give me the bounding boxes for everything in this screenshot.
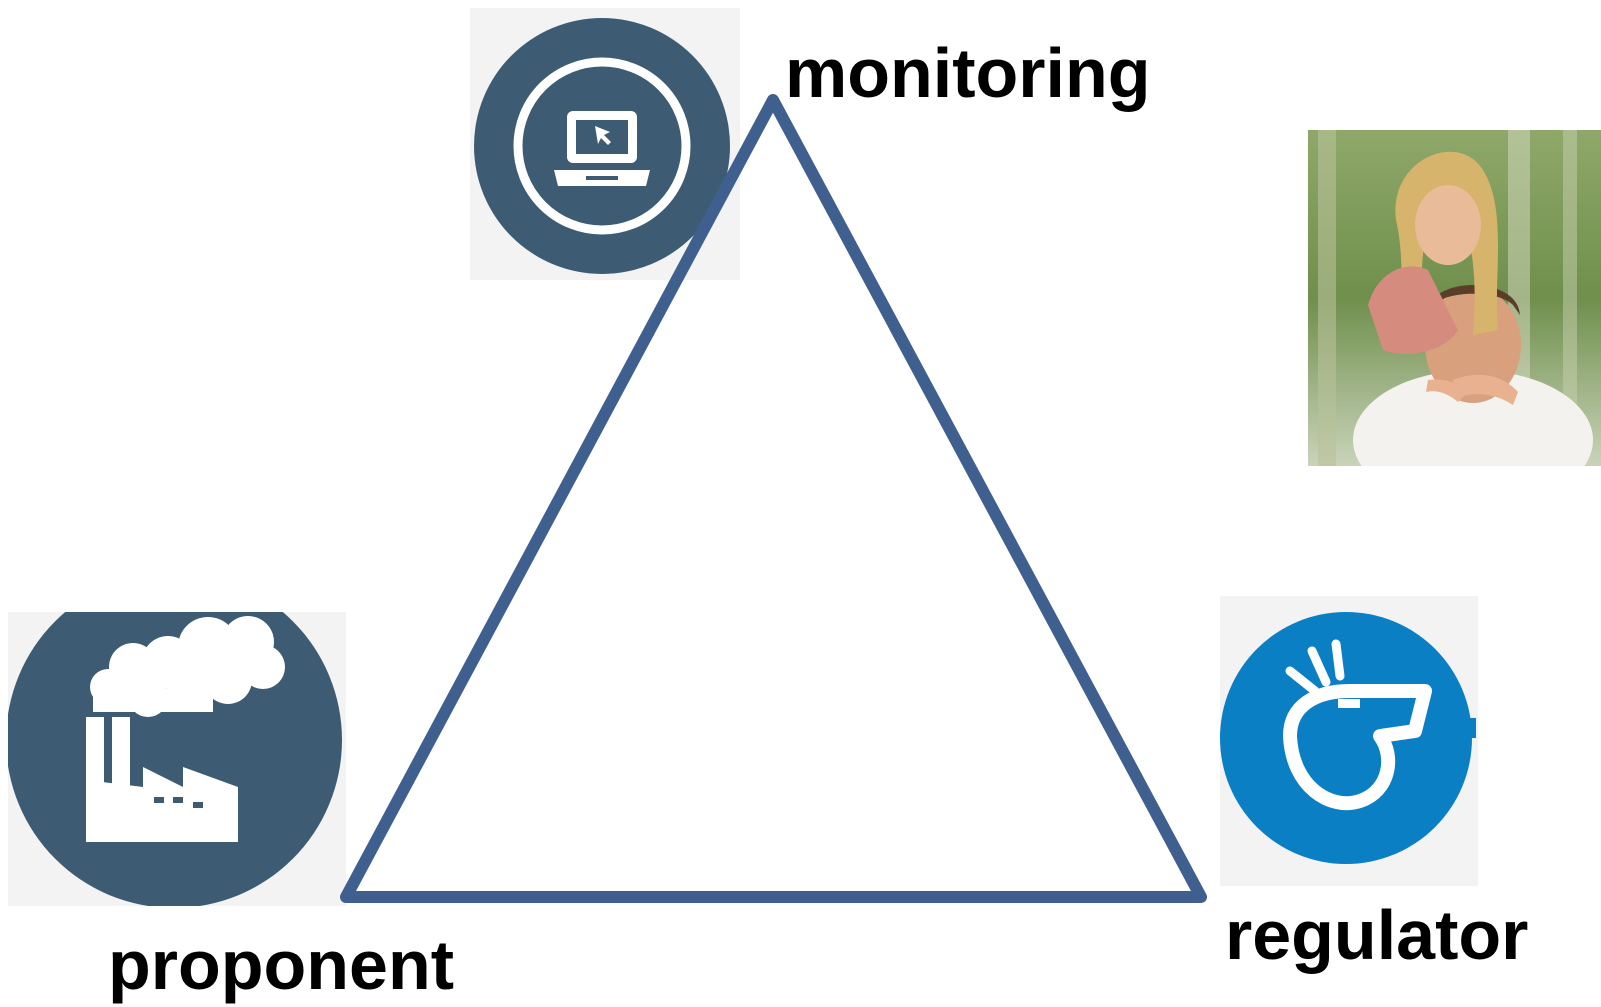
- whistle-icon: [1220, 612, 1476, 864]
- label-regulator: regulator: [1225, 896, 1529, 974]
- label-proponent: proponent: [108, 926, 455, 1004]
- factory-icon: [8, 612, 342, 906]
- regulator-icon-tile: [1220, 596, 1478, 886]
- proponent-icon-tile: [8, 612, 346, 906]
- parent-child-photo: [1308, 130, 1601, 466]
- triangle-outline: [340, 94, 1207, 903]
- monitoring-icon-tile: [470, 8, 740, 280]
- laptop-icon: [474, 18, 730, 274]
- label-monitoring: monitoring: [785, 34, 1151, 112]
